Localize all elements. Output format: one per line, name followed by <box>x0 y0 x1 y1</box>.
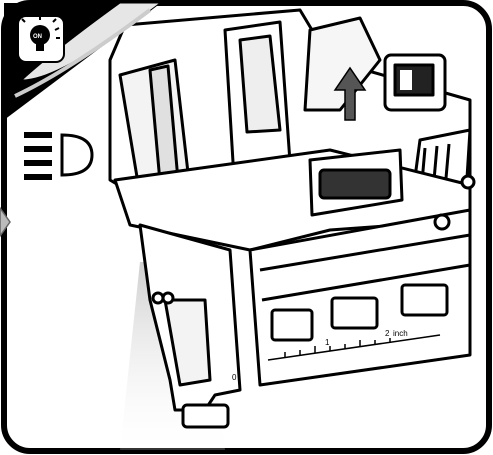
nail-gun-body <box>108 8 476 429</box>
gauge-mark-1: 1 <box>325 338 330 347</box>
gauge-mark-0: 0 <box>232 373 237 382</box>
chevron-right-icon[interactable] <box>0 206 11 238</box>
nail-length-gauge <box>267 334 441 361</box>
gauge-mark-2: 2 <box>385 329 390 338</box>
up-arrow-icon <box>333 66 367 121</box>
headlight-icon <box>24 132 94 180</box>
lightbulb-icon <box>17 15 65 63</box>
bulb-inner-label: ON <box>33 34 42 40</box>
gauge-unit: inch <box>393 329 408 338</box>
